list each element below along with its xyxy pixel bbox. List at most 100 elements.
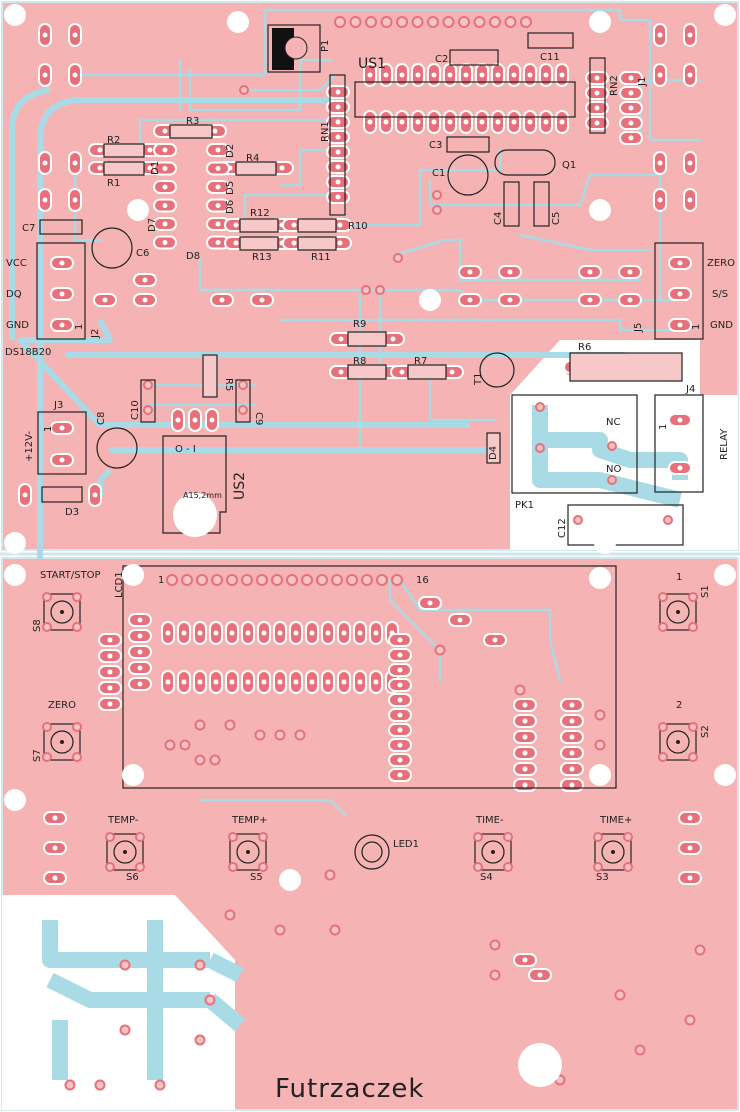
led-led1 xyxy=(354,834,390,870)
pad-drill xyxy=(107,701,113,707)
label-r11: R11 xyxy=(311,252,331,263)
capacitor-c4 xyxy=(503,181,520,227)
pad-drill xyxy=(102,297,108,303)
tact-switch xyxy=(658,722,698,762)
pad-drill xyxy=(399,369,405,375)
pad-drill xyxy=(212,128,218,134)
switch-button xyxy=(50,730,74,754)
label-d2: D2 xyxy=(225,144,236,158)
pad-drill xyxy=(147,165,153,171)
pad-drill xyxy=(293,679,299,685)
label-regulator-pins: O - I xyxy=(175,444,196,455)
pad-drill xyxy=(137,649,143,655)
pad-drill xyxy=(309,679,315,685)
label-d1: D1 xyxy=(150,161,161,175)
switch-body xyxy=(106,833,144,871)
pad-drill xyxy=(59,425,65,431)
via xyxy=(119,1024,131,1036)
via xyxy=(573,515,583,525)
label-c7: C7 xyxy=(22,223,35,234)
pad-drill xyxy=(335,89,341,95)
label-c2: C2 xyxy=(435,54,448,65)
switch-pin xyxy=(623,832,633,842)
ic-us1 xyxy=(354,81,576,118)
label-j5-pin1: 1 xyxy=(691,324,702,330)
pad-drill xyxy=(594,120,600,126)
via xyxy=(286,574,298,586)
switch-pin xyxy=(135,862,145,872)
pad-drill xyxy=(72,32,78,38)
label-dq: DQ xyxy=(6,289,22,300)
tact-switch xyxy=(658,592,698,632)
tact-switches xyxy=(42,592,698,872)
via xyxy=(489,969,501,981)
pad-drill xyxy=(522,766,528,772)
pad-drill xyxy=(335,194,341,200)
pad-drill xyxy=(52,845,58,851)
label-c12: C12 xyxy=(557,518,568,538)
via xyxy=(196,574,208,586)
pad-drill xyxy=(291,240,297,246)
via xyxy=(334,16,346,28)
label-s6: S6 xyxy=(126,872,139,883)
pad-drill xyxy=(628,105,634,111)
pad-drill xyxy=(397,697,403,703)
relay-pk1 xyxy=(511,394,638,494)
switch-pin xyxy=(72,592,82,602)
mounting-hole xyxy=(594,532,616,554)
switch-pin xyxy=(72,752,82,762)
tact-switch xyxy=(228,832,268,872)
pad-drill xyxy=(467,269,473,275)
label-r4: R4 xyxy=(246,153,259,164)
via xyxy=(614,989,626,1001)
pad-drill xyxy=(59,260,65,266)
resistor-r6 xyxy=(569,352,683,382)
label-pk1: PK1 xyxy=(515,500,534,511)
label-rn1: RN1 xyxy=(320,121,331,142)
pad-drill xyxy=(627,269,633,275)
pad-drill xyxy=(479,119,485,125)
switch-pin xyxy=(135,832,145,842)
resistor-network-rn1 xyxy=(329,74,346,216)
pad-drill xyxy=(383,72,389,78)
pad-drill xyxy=(175,417,181,423)
mounting-hole xyxy=(714,764,736,786)
pad-drill xyxy=(291,222,297,228)
pad-drill xyxy=(162,203,168,208)
tact-switch xyxy=(105,832,145,872)
switch-pin xyxy=(105,832,115,842)
mounting-hole xyxy=(122,564,144,586)
pad-drill xyxy=(162,128,168,134)
connector-j4 xyxy=(654,394,704,493)
via xyxy=(294,729,306,741)
label-d3: D3 xyxy=(65,507,79,518)
pad-drill xyxy=(569,782,575,788)
capacitor-c5 xyxy=(533,181,550,227)
label-vcc: VCC xyxy=(6,258,27,269)
mounting-hole xyxy=(714,4,736,26)
crystal-q1 xyxy=(494,149,556,176)
label-r3: R3 xyxy=(186,116,199,127)
pad-drill xyxy=(197,679,203,685)
switch-pin xyxy=(72,722,82,732)
pad-drill xyxy=(559,119,565,125)
label-time-minus: TIME- xyxy=(475,815,504,826)
pad-drill xyxy=(52,815,58,821)
pad-drill xyxy=(42,197,48,203)
pad-drill xyxy=(245,679,251,685)
pad-drill xyxy=(527,119,533,125)
pad-drill xyxy=(431,119,437,125)
via xyxy=(514,684,526,696)
potentiometer-knob xyxy=(284,36,308,60)
regulator-us2 xyxy=(162,435,227,534)
pad-drill xyxy=(495,119,501,125)
label-j2: J2 xyxy=(90,329,101,339)
switch-button xyxy=(666,600,690,624)
pad-drill xyxy=(42,32,48,38)
label-q1: Q1 xyxy=(562,160,576,171)
label-12v: +12V- xyxy=(24,431,35,462)
pad-drill xyxy=(537,972,543,978)
via xyxy=(663,515,673,525)
mounting-hole xyxy=(4,789,26,811)
